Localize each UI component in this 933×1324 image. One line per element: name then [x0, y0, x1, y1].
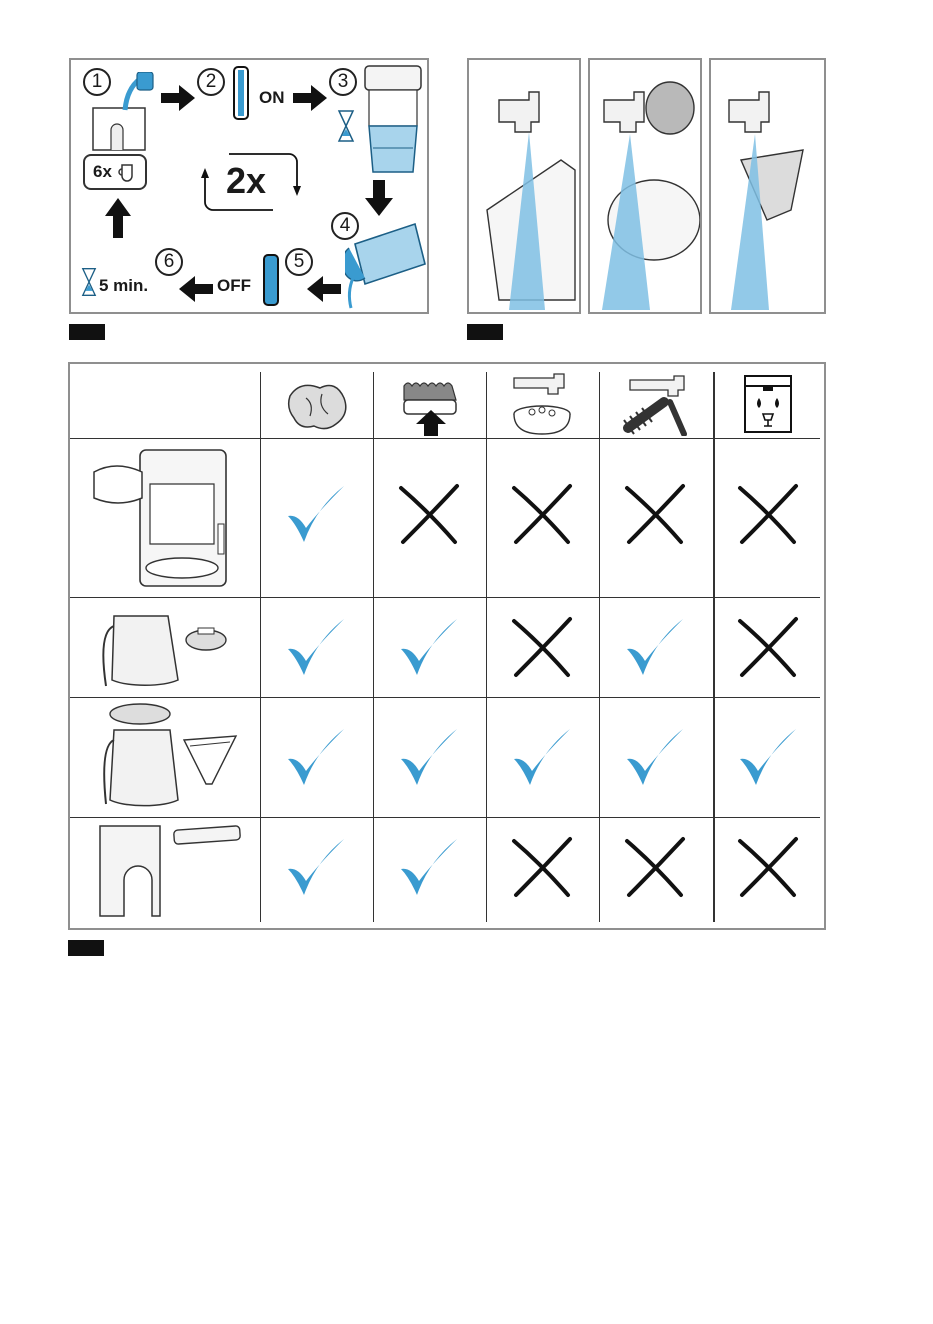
arrow-left-icon: [179, 276, 213, 302]
figure-tag: [467, 324, 503, 340]
hourglass-icon: [337, 110, 355, 142]
cross-mark-icon: [401, 486, 457, 542]
arrow-right-icon: [161, 85, 195, 111]
check-mark-icon: [627, 619, 683, 675]
arrow-left-icon: [307, 276, 341, 302]
check-mark-icon: [288, 839, 344, 895]
cross-mark-icon: [627, 486, 683, 542]
check-mark-icon: [627, 729, 683, 785]
step-number-3: 3: [329, 68, 357, 96]
coffee-machine-brewing-icon: [361, 64, 425, 180]
tap-filter-icon: [711, 60, 824, 312]
arrow-up-icon: [105, 198, 131, 238]
check-mark-icon: [288, 729, 344, 785]
check-mark-icon: [288, 619, 344, 675]
rinse-panel-filter: [709, 58, 826, 314]
check-mark-icon: [740, 729, 796, 785]
figure-tag: [69, 324, 105, 340]
cross-mark-icon: [514, 486, 570, 542]
cross-mark-icon: [740, 486, 796, 542]
step-number-6: 6: [155, 248, 183, 276]
carafe-pouring-icon: [345, 214, 429, 310]
cleaning-table-panel: [68, 362, 826, 930]
repeat-count-label: 2x: [226, 160, 266, 202]
arrow-right-icon: [293, 85, 327, 111]
cross-mark-icon: [514, 839, 570, 895]
wait-time-label: 5 min.: [99, 276, 148, 296]
step-number-5: 5: [285, 248, 313, 276]
rinse-panel-carafe-lid: [588, 58, 702, 314]
on-label: ON: [259, 88, 285, 108]
cup-icon: [118, 162, 138, 182]
cross-mark-icon: [740, 839, 796, 895]
cross-mark-icon: [740, 619, 796, 675]
tap-water-tank-icon: [469, 60, 579, 312]
descaling-procedure-panel: 1 2 ON 3 2x 6x 4 5 OFF: [69, 58, 429, 314]
cross-mark-icon: [627, 839, 683, 895]
step-number-2: 2: [197, 68, 225, 96]
cups-badge: 6x: [83, 154, 147, 190]
check-mark-icon: [401, 839, 457, 895]
check-mark-icon: [401, 729, 457, 785]
power-switch-off-icon: [263, 254, 279, 306]
rinse-panel-water-tank: [467, 58, 581, 314]
check-mark-icon: [288, 486, 344, 542]
arrow-down-icon: [365, 180, 393, 216]
off-label: OFF: [217, 276, 251, 296]
figure-tag: [68, 940, 104, 956]
water-tank-icon: [87, 72, 157, 152]
hourglass-icon: [81, 266, 97, 298]
check-mark-icon: [401, 619, 457, 675]
cross-mark-icon: [514, 619, 570, 675]
tap-carafe-lid-icon: [590, 60, 700, 312]
power-switch-on-icon: [233, 66, 249, 120]
check-mark-icon: [514, 729, 570, 785]
cleaning-marks-layer: [70, 364, 824, 928]
cups-count-label: 6x: [93, 162, 112, 182]
